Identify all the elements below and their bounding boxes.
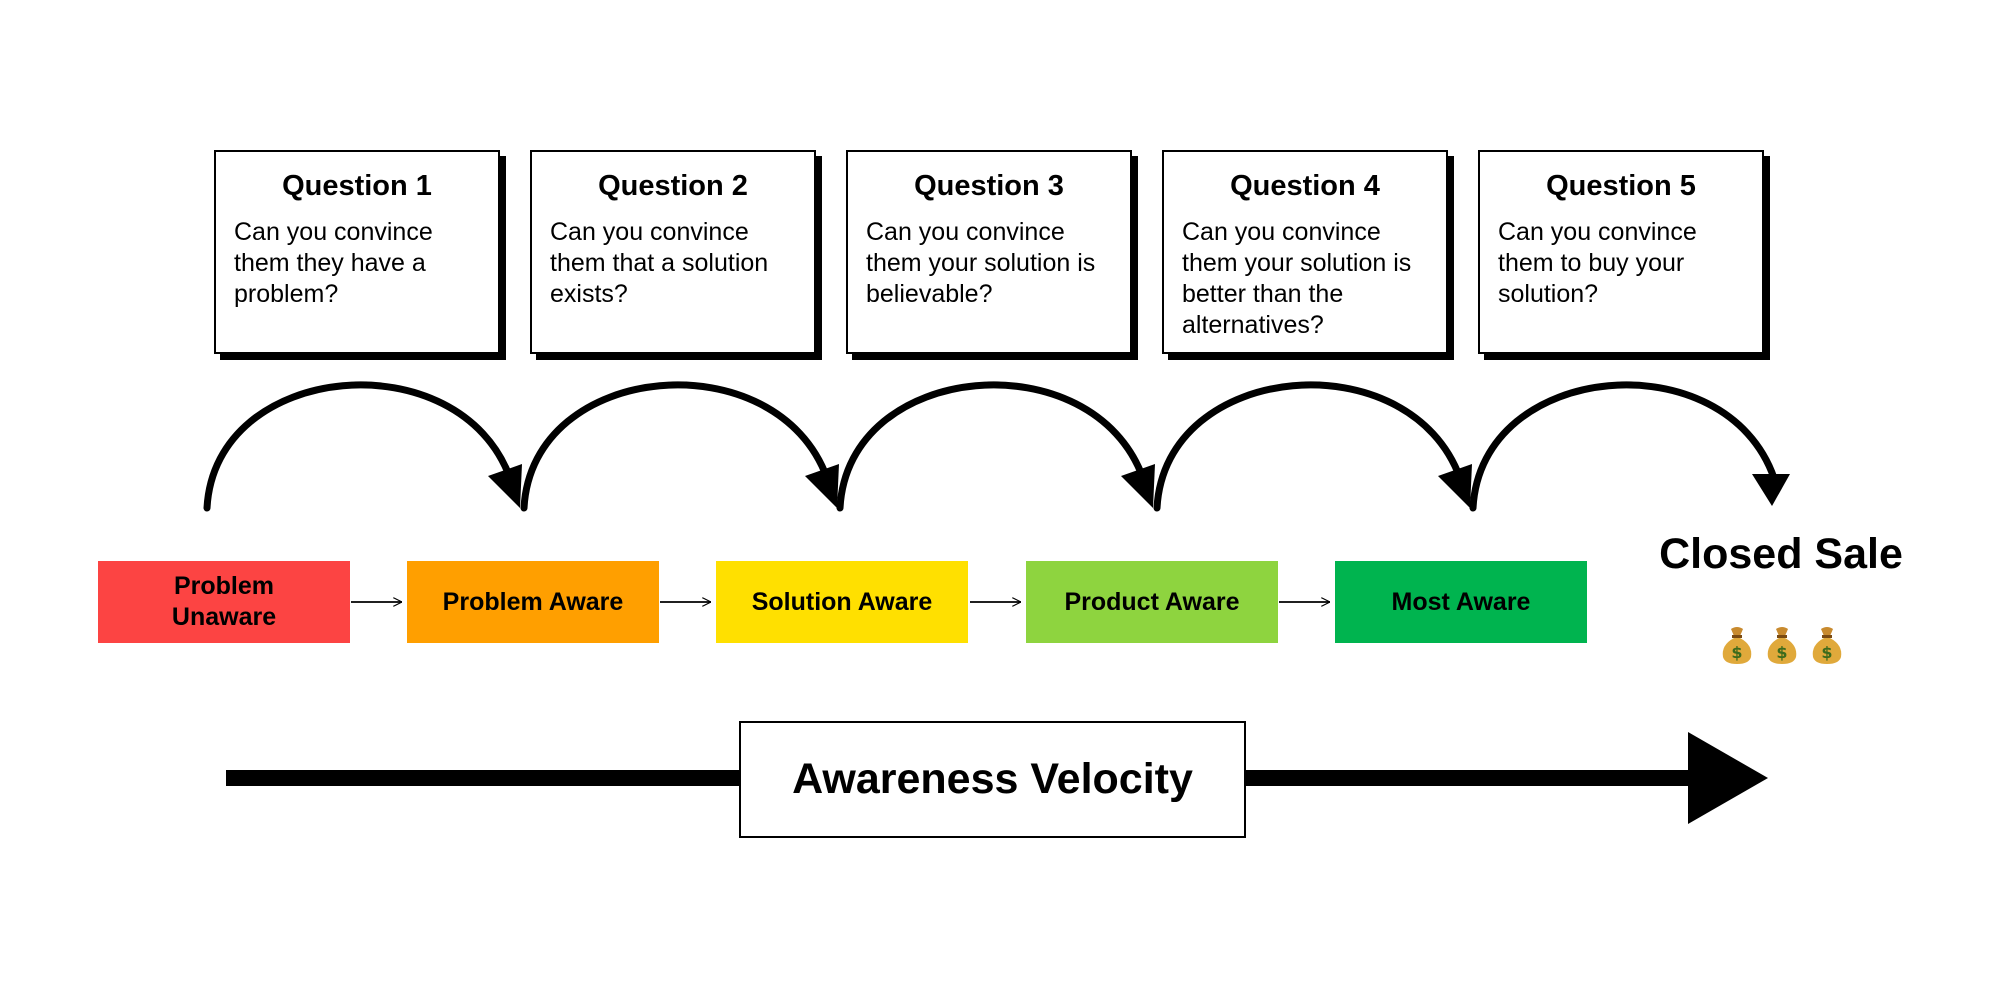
awareness-velocity-label: Awareness Velocity bbox=[792, 755, 1193, 803]
transition-arc-1 bbox=[203, 381, 522, 512]
question-text: Can you convince them that a solution ex… bbox=[550, 218, 769, 308]
awareness-velocity-box: Awareness Velocity bbox=[739, 721, 1246, 838]
money-bag-icon: $ bbox=[1767, 627, 1797, 664]
question-title: Question 3 bbox=[914, 170, 1064, 202]
stage-most-aware: Most Aware bbox=[1335, 561, 1587, 643]
stage-label: Problem Unaware bbox=[171, 572, 277, 631]
question-card-4: Question 4 Can you convince them your so… bbox=[1162, 150, 1448, 354]
stage-label: Product Aware bbox=[1064, 587, 1240, 616]
question-title: Question 4 bbox=[1230, 170, 1380, 202]
question-card-5: Question 5 Can you convince them to buy … bbox=[1478, 150, 1764, 354]
stage-problem-unaware: Problem Unaware bbox=[98, 561, 350, 643]
svg-text:$: $ bbox=[1821, 643, 1832, 662]
question-card-1: Question 1 Can you convince them they ha… bbox=[214, 150, 500, 354]
stage-label: Solution Aware bbox=[751, 587, 933, 616]
money-bag-row: $ $ $ bbox=[1720, 625, 1844, 665]
stage-problem-aware: Problem Aware bbox=[407, 561, 659, 643]
closed-sale-title: Closed Sale bbox=[1659, 530, 1903, 578]
transition-arc-2 bbox=[520, 381, 839, 512]
question-card-2: Question 2 Can you convince them that a … bbox=[530, 150, 816, 354]
question-text: Can you convince them they have a proble… bbox=[234, 218, 433, 308]
transition-arc-5 bbox=[1469, 381, 1790, 512]
svg-text:$: $ bbox=[1731, 643, 1742, 662]
question-text: Can you convince them to buy your soluti… bbox=[1498, 218, 1697, 308]
question-title: Question 5 bbox=[1546, 170, 1696, 202]
money-bag-icon: $ bbox=[1812, 627, 1842, 664]
transition-arc-4 bbox=[1153, 381, 1472, 512]
stage-product-aware: Product Aware bbox=[1026, 561, 1278, 643]
money-bag-icon: $ bbox=[1722, 627, 1752, 664]
stage-solution-aware: Solution Aware bbox=[716, 561, 968, 643]
question-text: Can you convince them your solution is b… bbox=[1182, 218, 1412, 339]
question-title: Question 2 bbox=[598, 170, 748, 202]
question-text: Can you convince them your solution is b… bbox=[866, 218, 1096, 308]
svg-text:$: $ bbox=[1776, 643, 1787, 662]
stage-label: Problem Aware bbox=[442, 587, 624, 616]
question-card-3: Question 3 Can you convince them your so… bbox=[846, 150, 1132, 354]
transition-arc-3 bbox=[836, 381, 1155, 512]
question-title: Question 1 bbox=[282, 170, 432, 202]
stage-label: Most Aware bbox=[1391, 587, 1531, 616]
